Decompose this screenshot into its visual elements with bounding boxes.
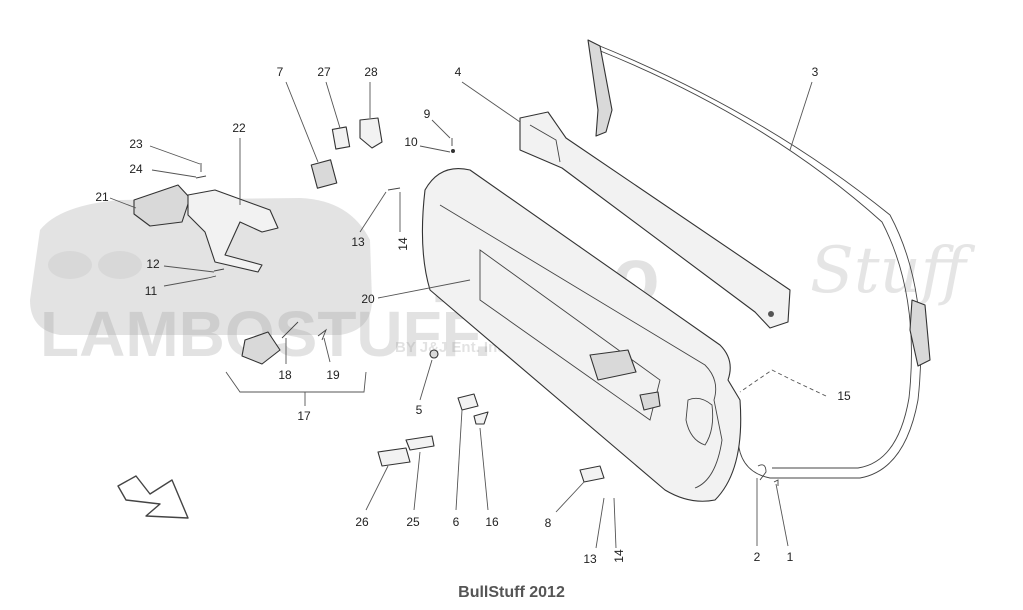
window-switch bbox=[589, 349, 637, 381]
callout-9: 9 bbox=[424, 107, 431, 121]
callout-3: 3 bbox=[812, 65, 819, 79]
callout-8: 8 bbox=[545, 516, 552, 530]
part-24 bbox=[195, 175, 207, 179]
callout-15: 15 bbox=[837, 389, 851, 403]
callout-18: 18 bbox=[278, 368, 292, 382]
part-11 bbox=[207, 275, 217, 279]
callout-13-lower: 13 bbox=[583, 552, 597, 566]
callout-10: 10 bbox=[404, 135, 418, 149]
part-18-bracket bbox=[241, 331, 281, 365]
part-25 bbox=[405, 435, 435, 451]
part-2 bbox=[757, 464, 767, 481]
arrow-down-right-icon bbox=[117, 475, 189, 519]
callout-23: 23 bbox=[129, 137, 143, 151]
callout-12: 12 bbox=[146, 257, 160, 271]
callout-11: 11 bbox=[145, 284, 158, 298]
part-16 bbox=[473, 411, 489, 425]
door-handle-recess bbox=[639, 391, 661, 411]
callout-1: 1 bbox=[787, 550, 794, 564]
callout-28: 28 bbox=[364, 65, 378, 79]
part-27 bbox=[331, 126, 351, 150]
watermark-headlight-right bbox=[98, 251, 142, 279]
part-4-upper-trim bbox=[519, 111, 791, 329]
part-5-clip bbox=[429, 349, 439, 359]
callout-14-upper: 14 bbox=[396, 237, 410, 251]
part-6 bbox=[457, 393, 479, 411]
part-13-upper bbox=[387, 187, 401, 191]
part-28 bbox=[359, 117, 383, 149]
callout-17: 17 bbox=[297, 409, 311, 423]
small-parts bbox=[133, 117, 779, 486]
part-1 bbox=[773, 479, 779, 486]
callout-22: 22 bbox=[232, 121, 246, 135]
callout-26: 26 bbox=[355, 515, 369, 529]
callout-2: 2 bbox=[754, 550, 761, 564]
callout-27: 27 bbox=[317, 65, 331, 79]
callout-19: 19 bbox=[326, 368, 340, 382]
callout-5: 5 bbox=[416, 403, 423, 417]
callout-7: 7 bbox=[277, 65, 284, 79]
watermark-car-silhouette bbox=[30, 198, 372, 335]
part-21 bbox=[133, 184, 191, 227]
callout-24: 24 bbox=[129, 162, 143, 176]
part-19 bbox=[317, 328, 328, 341]
part-20-door-panel bbox=[421, 168, 742, 502]
part-7 bbox=[310, 159, 338, 189]
callout-14-lower: 14 bbox=[612, 549, 626, 563]
callout-20: 20 bbox=[361, 292, 375, 306]
leader-lines bbox=[109, 81, 827, 549]
callout-21: 21 bbox=[95, 190, 109, 204]
callout-16: 16 bbox=[485, 515, 499, 529]
part-8 bbox=[579, 465, 605, 483]
part-12 bbox=[213, 268, 225, 272]
part-26 bbox=[377, 447, 411, 467]
trim-screw bbox=[768, 311, 774, 317]
callout-4: 4 bbox=[455, 65, 462, 79]
callout-6: 6 bbox=[453, 515, 460, 529]
callout-25: 25 bbox=[406, 515, 420, 529]
part-22-hinge bbox=[187, 189, 279, 273]
watermark-headlight-left bbox=[48, 251, 92, 279]
part-10 bbox=[451, 149, 455, 153]
callout-labels: 1 2 3 4 5 6 7 8 9 10 11 12 13 13 14 14 1… bbox=[95, 65, 851, 566]
footer-credit: BullStuff 2012 bbox=[458, 584, 565, 601]
part-3-door-seal bbox=[587, 39, 931, 479]
callout-13-upper: 13 bbox=[351, 235, 365, 249]
watermark-by-line: BY J&J Ent. Inc. bbox=[395, 339, 510, 356]
part-18-screw bbox=[281, 321, 299, 339]
